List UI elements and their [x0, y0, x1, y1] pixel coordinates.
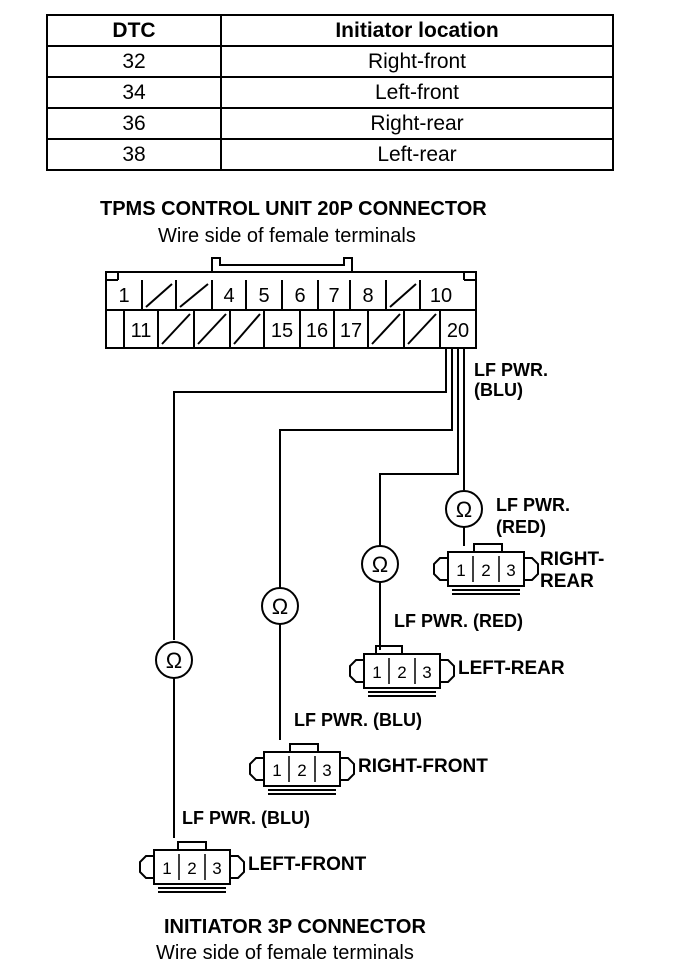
dtc-code: 32: [46, 45, 222, 78]
initiator-location: Right-rear: [220, 107, 614, 140]
control-unit-title: TPMS CONTROL UNIT 20P CONNECTOR: [100, 198, 487, 220]
pin-number: 3: [212, 859, 221, 878]
control-unit-subtitle: Wire side of female terminals: [158, 225, 416, 247]
pin-number: 1: [372, 663, 381, 682]
main-wire-label-line2: (BLU): [474, 380, 523, 400]
main-wire-label: LF PWR. (BLU): [474, 360, 548, 400]
location-label-right-front: RIGHT-FRONT: [358, 756, 488, 777]
wire-label-right-front: LF PWR. (BLU): [294, 710, 422, 730]
initiator-location: Left-rear: [220, 138, 614, 171]
connector-latch: [211, 257, 353, 272]
pin-number: 3: [506, 561, 515, 580]
dtc-code: 36: [46, 107, 222, 140]
initiator-connector-right-rear: [433, 543, 539, 595]
terminal-number: 17: [340, 320, 362, 342]
terminal-number: 6: [294, 285, 305, 307]
terminal-number: 1: [118, 285, 129, 307]
pin-number: 3: [422, 663, 431, 682]
table-row: 34 Left-front: [46, 76, 614, 109]
wire-label-left-front: LF PWR. (BLU): [182, 808, 310, 828]
wire-label-right-rear: LF PWR. (RED): [496, 494, 570, 538]
pin-number: 1: [272, 761, 281, 780]
pin-number: 2: [481, 561, 490, 580]
initiator-location: Right-front: [220, 45, 614, 78]
terminal-number: 20: [447, 320, 469, 342]
location-label-right-rear: RIGHT- REAR: [540, 549, 604, 593]
initiator-connector-left-front: [139, 841, 245, 893]
dtc-code: 38: [46, 138, 222, 171]
main-wire-label-line1: LF PWR.: [474, 360, 548, 380]
column-header-dtc: DTC: [46, 14, 222, 47]
wire-label-left-rear: LF PWR. (RED): [394, 611, 523, 631]
terminal-number: 10: [430, 285, 452, 307]
pin-number: 1: [162, 859, 171, 878]
initiator-connector-right-front: [249, 743, 355, 795]
table-row: 38 Left-rear: [46, 138, 614, 171]
wire-label-line1: LF PWR.: [496, 495, 570, 515]
ohm-icon: Ω: [272, 594, 288, 619]
pin-number: 1: [456, 561, 465, 580]
dtc-code: 34: [46, 76, 222, 109]
ohm-icon: Ω: [372, 552, 388, 577]
pin-number: 2: [297, 761, 306, 780]
terminal-number: 4: [223, 285, 234, 307]
table-header-row: DTC Initiator location: [46, 14, 614, 47]
ohm-icon: Ω: [166, 648, 182, 673]
column-header-location: Initiator location: [220, 14, 614, 47]
initiator-connector-title: INITIATOR 3P CONNECTOR: [164, 916, 426, 938]
initiator-location: Left-front: [220, 76, 614, 109]
terminal-number: 8: [362, 285, 373, 307]
table-row: 32 Right-front: [46, 45, 614, 78]
wire-left-rear: [379, 348, 459, 546]
initiator-connector-left-rear: [349, 645, 455, 697]
table-row: 36 Right-rear: [46, 107, 614, 140]
location-label-line2: REAR: [540, 571, 594, 592]
location-label-left-front: LEFT-FRONT: [248, 854, 367, 875]
initiator-connector-subtitle: Wire side of female terminals: [156, 942, 414, 964]
wire-label-line2: (RED): [496, 517, 546, 537]
location-label-line1: RIGHT-: [540, 549, 605, 570]
wire-left-front: [173, 348, 447, 640]
pin-number: 2: [397, 663, 406, 682]
location-label-left-rear: LEFT-REAR: [458, 658, 565, 679]
pin-number: 3: [322, 761, 331, 780]
ohm-icon: Ω: [456, 497, 472, 522]
dtc-table: DTC Initiator location 32 Right-front 34…: [46, 14, 614, 171]
pin-number: 2: [187, 859, 196, 878]
terminal-number: 15: [271, 320, 293, 342]
terminal-number: 5: [258, 285, 269, 307]
wire-right-front: [279, 348, 453, 588]
terminal-number: 11: [131, 320, 152, 342]
terminal-number: 7: [328, 285, 339, 307]
terminal-number: 16: [306, 320, 328, 342]
